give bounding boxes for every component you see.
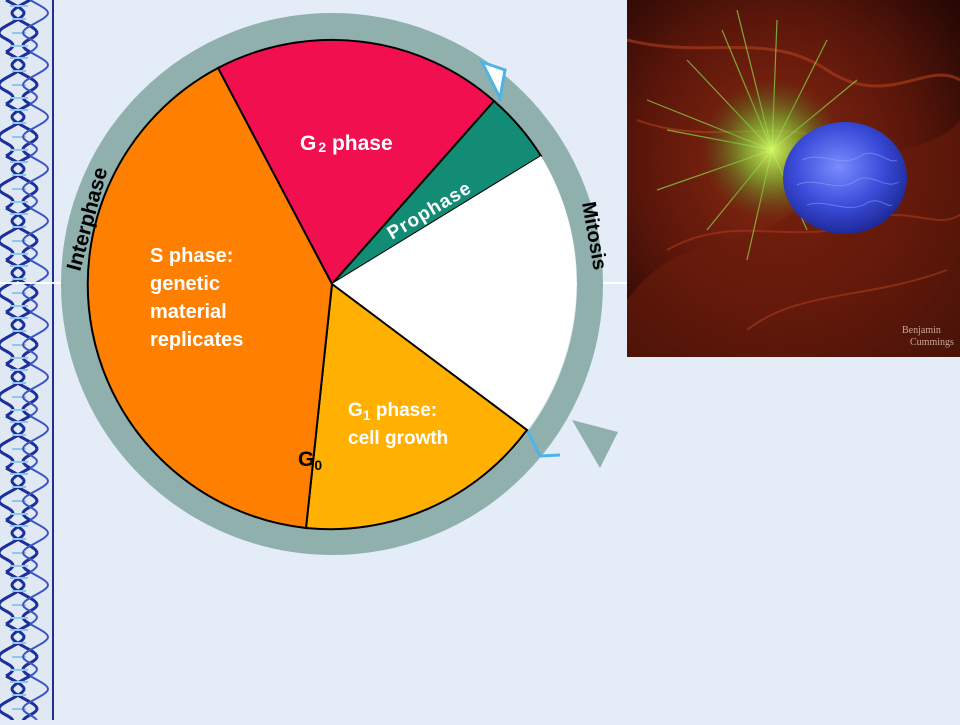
- g1-label: G1 phase:: [348, 400, 437, 423]
- mitosis-gap-segment: [332, 156, 577, 430]
- dna-border-strip: [0, 0, 52, 720]
- left-divider-line: [52, 0, 54, 720]
- cell-micrograph-image: Benjamin Cummings: [627, 0, 960, 357]
- s-phase-line3: material: [150, 301, 227, 323]
- g1-phase-segment: [304, 282, 529, 531]
- s-phase-segment: [86, 66, 334, 530]
- g0-label: G0: [298, 448, 322, 473]
- cycle-ring: [61, 13, 603, 555]
- ring-arrowhead-top: [479, 59, 507, 103]
- s-phase-line2: genetic: [150, 273, 220, 295]
- s-phase-line4: replicates: [150, 329, 243, 351]
- g1-line2: cell growth: [348, 428, 448, 449]
- prophase-segment: [331, 99, 543, 285]
- ring-arrow-outline: [525, 429, 561, 458]
- ring-arrowhead-bottom: [572, 420, 618, 468]
- g2-phase-segment: [216, 38, 496, 286]
- photo-watermark-line1: Benjamin: [902, 325, 941, 336]
- dna-helix-icon: [0, 0, 52, 720]
- s-phase-line1: S phase:: [150, 245, 233, 267]
- photo-watermark-line2: Cummings: [910, 337, 954, 348]
